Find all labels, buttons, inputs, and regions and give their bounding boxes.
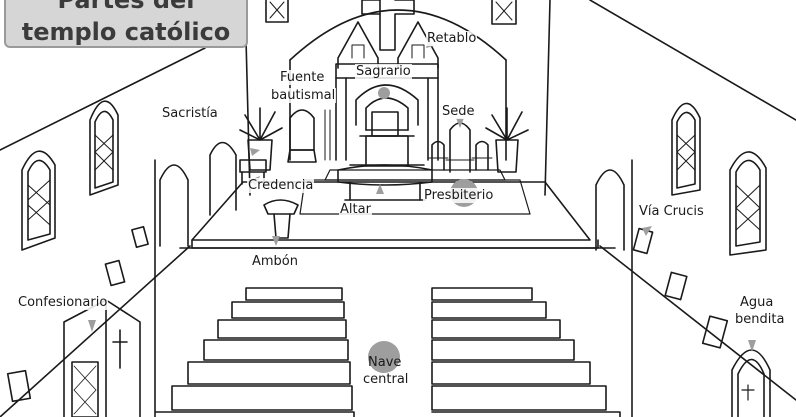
ambon (263, 199, 299, 239)
retablo-structure (335, 21, 439, 167)
pews-left (155, 287, 355, 417)
label-sagrario: Sagrario (355, 64, 412, 79)
cross-icon (361, 0, 415, 51)
holy-water-font (731, 349, 771, 417)
title-box (4, 0, 248, 48)
label-via-crucis: Vía Crucis (638, 204, 705, 219)
door-sacristy (209, 141, 237, 216)
label-ambon: Ambón (251, 254, 300, 269)
window-top-left (265, 0, 289, 23)
label-agua-line-2: bendita (734, 312, 786, 327)
label-sede: Sede (441, 104, 476, 119)
window-left-1 (21, 150, 56, 251)
baptismal-font (287, 109, 331, 163)
label-retablo: Retablo (426, 31, 478, 46)
label-nave-line-1: Nave (368, 355, 402, 370)
window-left-2 (89, 100, 119, 196)
label-nave-line-2: central (363, 372, 409, 387)
title-line-1: Partes del (57, 0, 195, 14)
altar-table (337, 164, 433, 201)
label-altar: Altar (339, 202, 372, 217)
via-crucis-frames (6, 225, 729, 403)
pews-right (431, 287, 621, 417)
title-line-2: templo católico (21, 18, 231, 46)
plant-right (485, 107, 529, 173)
door-arch-right (595, 169, 625, 251)
window-top-right (491, 0, 517, 25)
label-fuente-line-1: Fuente (279, 70, 326, 85)
confessional (63, 299, 141, 417)
label-fuente-line-2: bautismal (270, 88, 337, 103)
label-agua-line-1: Agua (739, 295, 775, 310)
window-right-2 (729, 151, 767, 256)
label-presbiterio: Presbiterio (423, 188, 495, 203)
label-credencia: Credencia (247, 178, 315, 193)
door-arch-left (159, 164, 189, 247)
window-right-1 (671, 102, 701, 196)
presbiterio-platform (179, 169, 616, 249)
label-sacristia: Sacristía (161, 106, 219, 121)
label-confesionario: Confesionario (17, 295, 109, 310)
